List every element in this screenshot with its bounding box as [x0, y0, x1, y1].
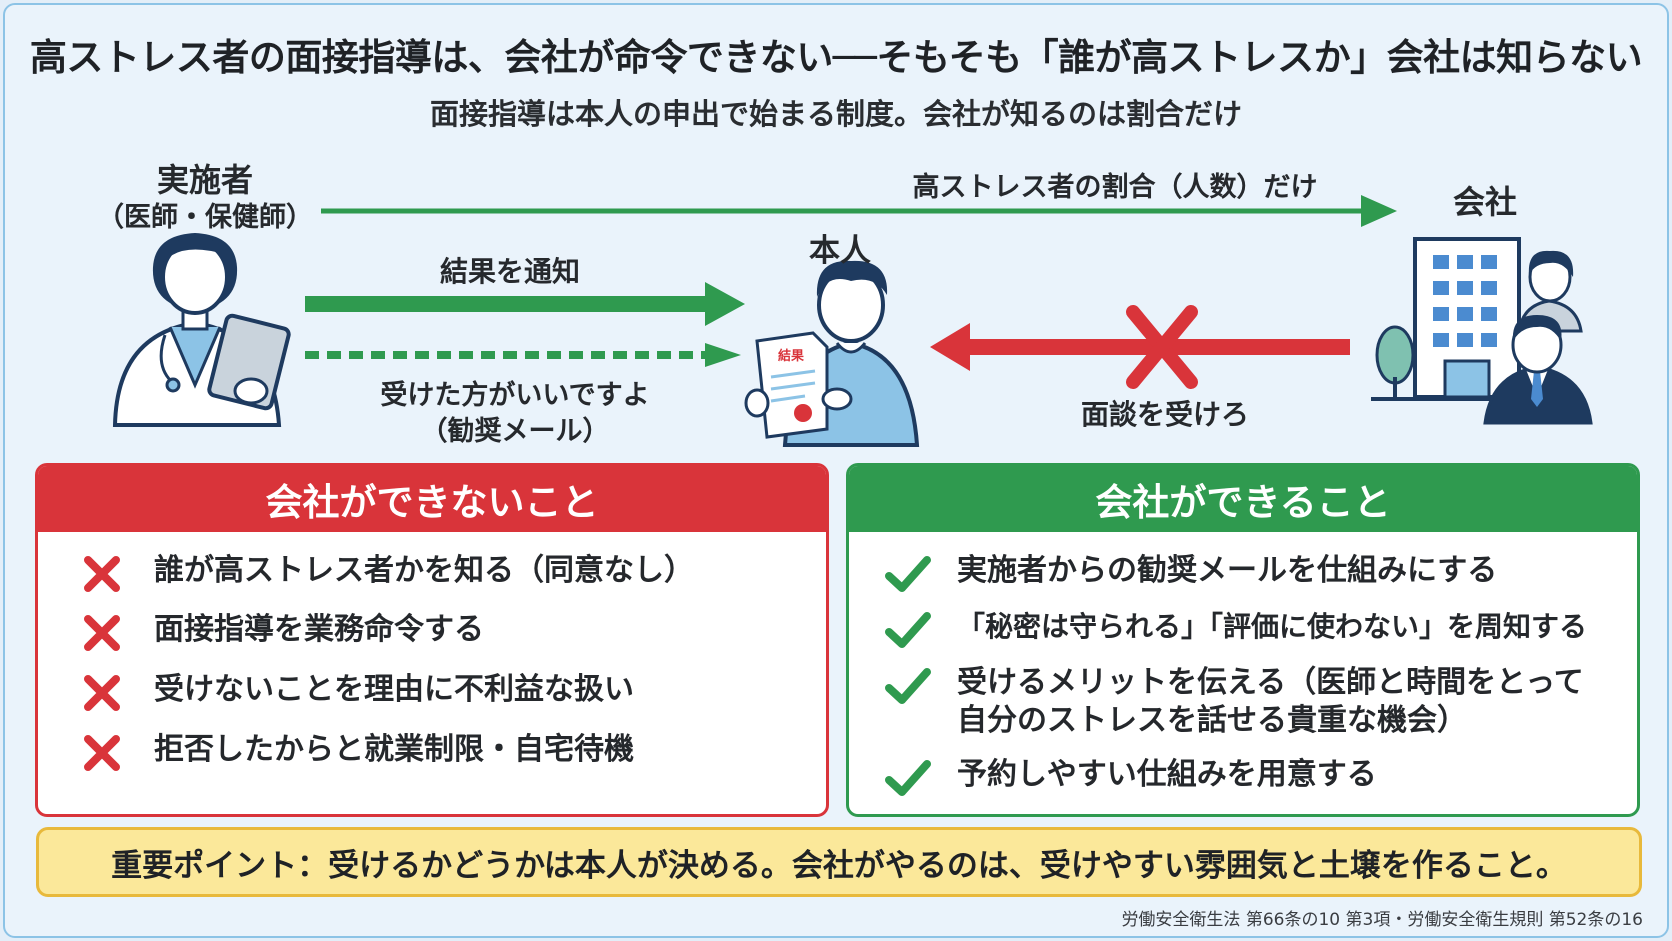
can-item-text: 予約しやすい仕組みを用意する: [957, 757, 1377, 792]
can-panel: 会社ができること 実施者からの勧奨メールを仕組みにする 「秘密は守られる」「評価…: [846, 463, 1640, 817]
can-item-text: 実施者からの勧奨メールを仕組みにする: [957, 553, 1498, 588]
check-icon: [885, 668, 931, 704]
implementer-name: 実施者: [156, 161, 253, 199]
arrow-implementer-to-company: [321, 195, 1397, 227]
check-icon: [885, 612, 931, 648]
cross-icon: [84, 675, 120, 711]
doctor-icon: [112, 233, 291, 427]
document-label: 結果: [777, 349, 804, 364]
cannot-item-text: 拒否したからと就業制限・自宅待機: [154, 732, 634, 767]
person-label: 本人: [809, 233, 871, 269]
implementer-role: （医師・保健師）: [97, 202, 313, 233]
flow-diagram: [112, 195, 1593, 447]
company-order-label: 面談を受けろ: [1080, 398, 1249, 431]
cannot-item-text: 受けないことを理由に不利益な扱い: [154, 672, 634, 707]
cross-icon: [84, 615, 120, 651]
infographic-frame: 高ストレス者の面接指導は、会社が命令できない──そもそも「誰が高ストレスか」会社…: [3, 3, 1669, 938]
cannot-panel: 会社ができないこと 誰が高ストレス者かを知る（同意なし） 面接指導を業務命令する…: [35, 463, 829, 817]
recommend-label-line1: 受けた方がいいですよ: [380, 380, 650, 411]
page-title: 高ストレス者の面接指導は、会社が命令できない──そもそも「誰が高ストレスか」会社…: [29, 36, 1643, 79]
can-panel-header: 会社ができること: [849, 466, 1637, 532]
businessman-icon: [1483, 315, 1593, 425]
result-document-icon: [744, 331, 853, 439]
office-building-icon: [1413, 237, 1521, 399]
check-icon: [885, 760, 931, 796]
cannot-item-text: 面接指導を業務命令する: [154, 612, 484, 647]
cross-icon: [84, 556, 120, 592]
arrow-recommend-dashed: [305, 343, 741, 367]
top-arrow-label: 高ストレス者の割合（人数）だけ: [912, 172, 1318, 203]
page-subtitle: 面接指導は本人の申出で始まる制度。会社が知るのは割合だけ: [429, 97, 1242, 131]
notify-label: 結果を通知: [439, 255, 580, 288]
recommend-label-line2: （勧奨メール）: [420, 416, 610, 447]
cross-icon: [84, 735, 120, 771]
legal-citation: 労働安全衛生法 第66条の10 第3項・労働安全衛生規則 第52条の16: [1121, 910, 1643, 930]
company-label: 会社: [1452, 183, 1517, 221]
key-point-banner: 重要ポイント：受けるかどうかは本人が決める。会社がやるのは、受けやすい雰囲気と土…: [36, 827, 1642, 897]
check-icon: [885, 556, 931, 592]
cross-icon: [1126, 305, 1198, 389]
can-item-text: 「秘密は守られる」「評価に使わない」を周知する: [957, 610, 1588, 643]
can-item-text-continued: 自分のストレスを話せる貴重な機会）: [957, 703, 1467, 738]
cannot-item-text: 誰が高ストレス者かを知る（同意なし）: [154, 553, 694, 588]
arrow-notify-result: [305, 282, 745, 326]
cannot-panel-header: 会社ができないこと: [38, 466, 826, 532]
can-item-text: 受けるメリットを伝える（医師と時間をとって: [957, 665, 1584, 700]
